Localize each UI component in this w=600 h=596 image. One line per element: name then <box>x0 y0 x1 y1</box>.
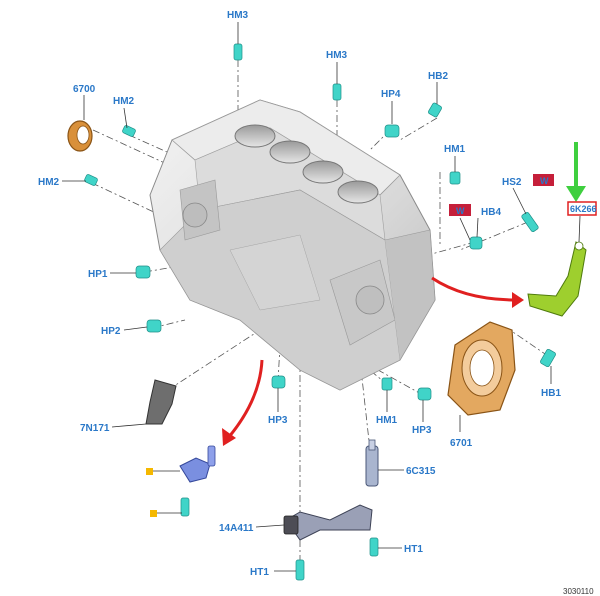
bolt-hb2 <box>428 102 442 118</box>
leader-lines <box>62 22 581 572</box>
bolt-hs2 <box>521 211 539 233</box>
label-hm3-top: HM3 <box>227 10 249 21</box>
label-hm2-b: HM2 <box>38 177 60 188</box>
plug-hp3-a <box>271 375 286 389</box>
label-hp3-b: HP3 <box>412 425 432 436</box>
marker-a <box>146 468 153 475</box>
label-hp4: HP4 <box>381 89 401 100</box>
bolt-sensor-a <box>180 497 190 517</box>
label-hp1: HP1 <box>88 269 108 280</box>
label-hs2: HS2 <box>502 177 522 188</box>
label-6c315: 6C315 <box>406 466 436 477</box>
dowel-hm3-top <box>233 43 243 61</box>
green-indicator-arrow <box>566 142 586 202</box>
marker-b <box>150 510 157 517</box>
plug-hp3-b <box>417 387 432 401</box>
engine-block <box>149 99 436 391</box>
label-7n171: 7N171 <box>80 423 110 434</box>
dowel-hm1-bot <box>381 377 393 391</box>
bolt-hb4 <box>469 236 483 250</box>
part-labels: HM3 HM3 HB2 HP4 6700 HM2 HM2 HM1 HS2 W 6… <box>38 10 597 596</box>
label-hm1-bot: HM1 <box>376 415 398 426</box>
dowel-hm3-mid <box>332 83 342 101</box>
dowel-hm2-b <box>84 174 98 186</box>
label-hm1-top: HM1 <box>444 144 466 155</box>
label-hs2-box: W <box>540 176 549 186</box>
label-hb1: HB1 <box>541 388 561 399</box>
bracket-6k266-highlighted <box>527 241 587 317</box>
reference-code: 3030110 <box>563 587 594 596</box>
label-hb2: HB2 <box>428 71 448 82</box>
label-14a411: 14A411 <box>219 523 254 534</box>
bolt-ht1-a <box>295 559 305 581</box>
label-hb4: HB4 <box>481 207 501 218</box>
label-6701: 6701 <box>450 438 473 449</box>
plug-hp4 <box>384 124 400 138</box>
bolt-hb1 <box>540 348 556 368</box>
label-hm3-mid: HM3 <box>326 50 348 61</box>
fasteners <box>84 43 556 581</box>
cylinder-bores <box>234 124 379 204</box>
label-hp2: HP2 <box>101 326 121 337</box>
crank-sensor <box>179 445 216 483</box>
highlight-boxes <box>449 174 597 216</box>
yellow-markers <box>146 468 182 517</box>
hs2-red-box <box>533 174 554 186</box>
label-ht1-a: HT1 <box>250 567 269 578</box>
part-6k266-box <box>567 201 597 216</box>
front-seal-6700 <box>67 120 93 152</box>
hb4-red-box <box>449 204 471 216</box>
label-hp3-a: HP3 <box>268 415 288 426</box>
rear-seal-retainer-6701 <box>447 321 516 416</box>
plug-hp2 <box>146 319 162 333</box>
baffle-7n171 <box>145 379 177 425</box>
bolt-ht1-b <box>369 537 379 557</box>
knock-sensor-6c315 <box>365 439 379 487</box>
label-6k266: 6K266 <box>570 204 597 214</box>
label-ht1-b: HT1 <box>404 544 423 555</box>
wiring-harness-14a411 <box>283 504 373 541</box>
label-6700: 6700 <box>73 84 96 95</box>
dowel-hm2-a <box>122 125 136 137</box>
dowel-hm1-top <box>449 171 461 185</box>
plug-hp1 <box>135 265 151 279</box>
label-hm2-a: HM2 <box>113 96 135 107</box>
red-arrows <box>222 276 524 446</box>
label-hb4-box: W <box>456 206 465 216</box>
